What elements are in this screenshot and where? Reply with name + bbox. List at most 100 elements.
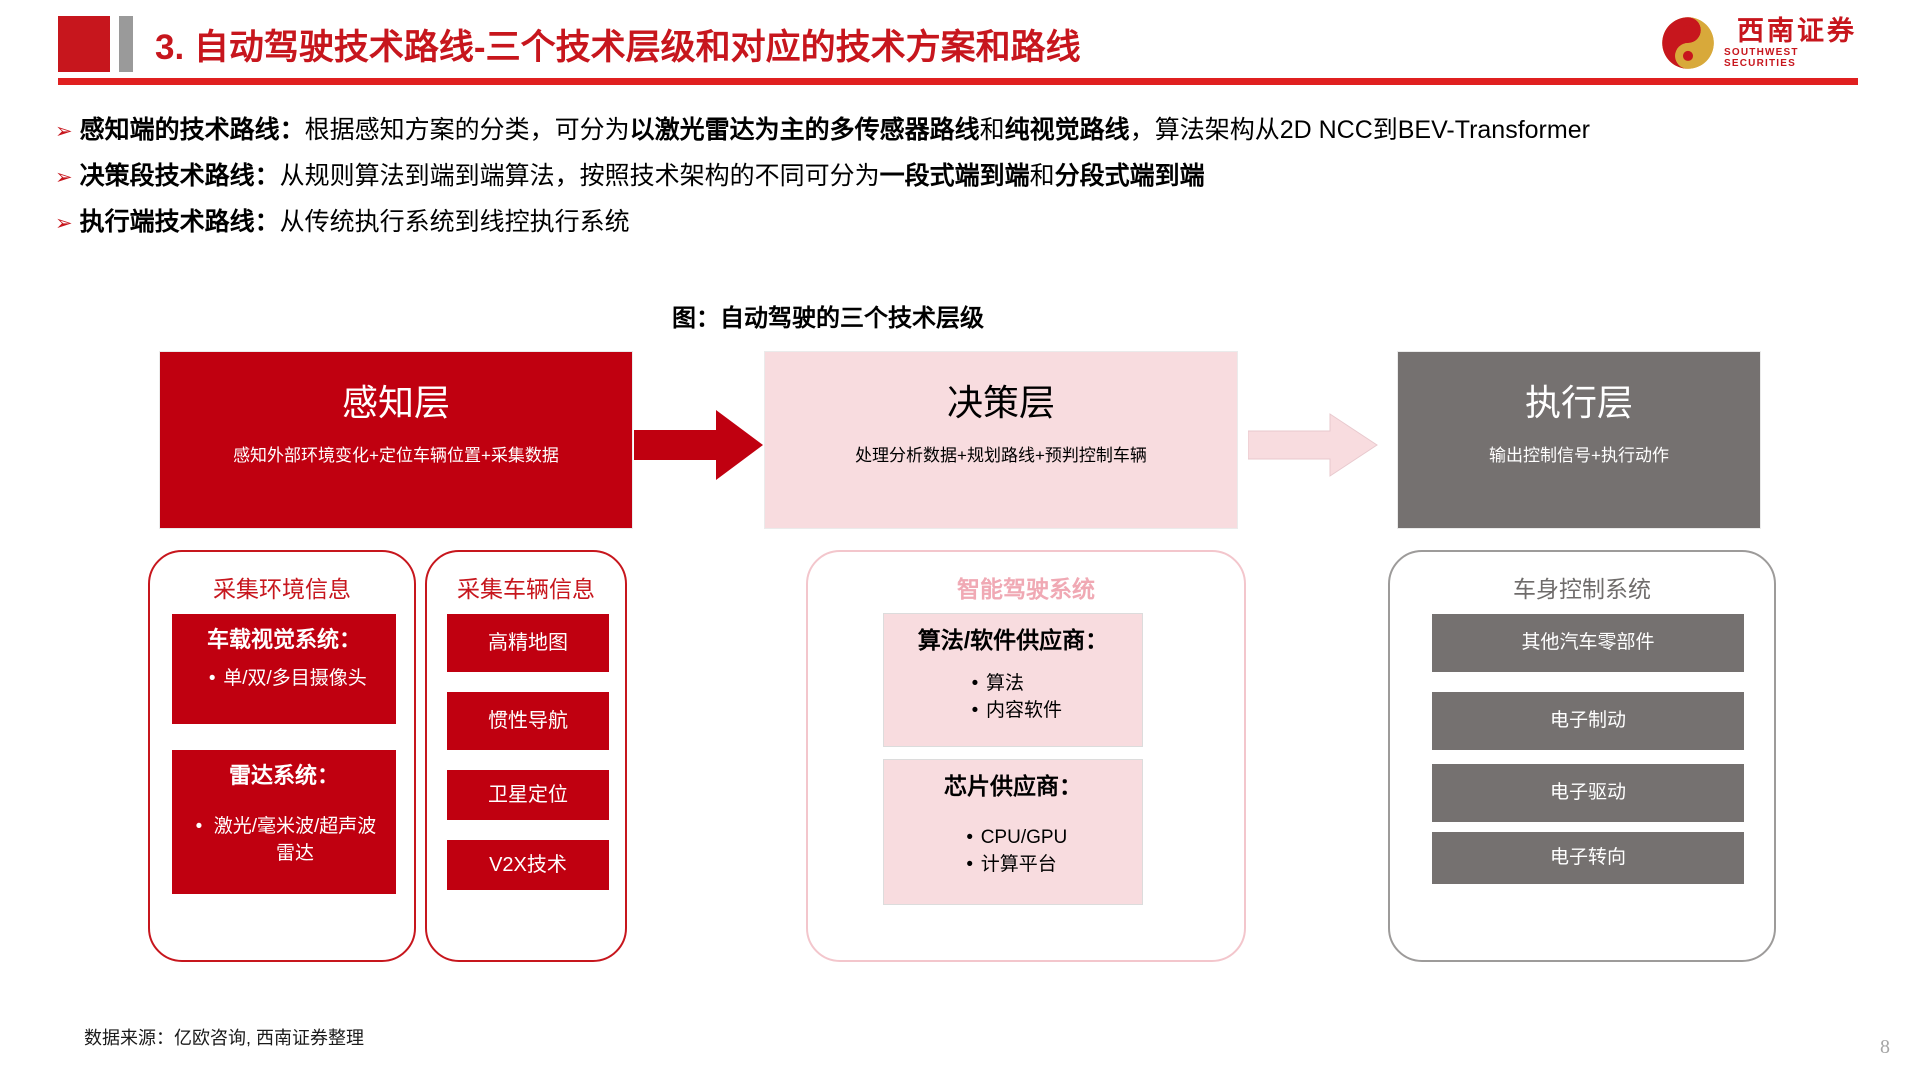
block-chip-supplier[interactable]: 芯片供应商： • CPU/GPU • 计算平台 bbox=[884, 760, 1142, 904]
bullet-dot-icon: • bbox=[208, 667, 216, 689]
bullet-dot-icon: • bbox=[971, 672, 979, 694]
list-item: • 内容软件 bbox=[964, 697, 1062, 725]
block-label-hd-map: 高精地图 bbox=[488, 631, 568, 654]
bullet-dot-icon: • bbox=[966, 854, 974, 876]
layer-title-execution: 执行层 bbox=[1524, 382, 1633, 423]
block-onboard-vision-system[interactable]: 车载视觉系统： • 单/双/多目摄像头 bbox=[172, 614, 396, 724]
layer-subtitle-decision: 处理分析数据+规划路线+预判控制车辆 bbox=[855, 446, 1147, 465]
block-other-auto-parts[interactable]: 其他汽车零部件 bbox=[1432, 614, 1744, 672]
block-label-inertial-navigation: 惯性导航 bbox=[488, 709, 568, 732]
page-title: 3. 自动驾驶技术路线-三个技术层级和对应的技术方案和路线 bbox=[155, 17, 1081, 71]
bullet-list: ➢ 感知端的技术路线：根据感知方案的分类，可分为以激光雷达为主的多传感器路线和纯视… bbox=[55, 108, 1885, 246]
arrow-decision-to-execution-icon bbox=[1248, 413, 1378, 477]
bullet-text-emphasis: 以激光雷达为主的多传感器路线 bbox=[629, 116, 980, 144]
card-body-control-system[interactable]: 车身控制系统 其他汽车零部件 电子制动 电子驱动 电子转向 bbox=[1388, 550, 1776, 962]
block-head-onboard-vision-system: 车载视觉系统： bbox=[206, 627, 361, 652]
block-hd-map[interactable]: 高精地图 bbox=[447, 614, 609, 672]
block-items-chip-supplier: • CPU/GPU • 计算平台 bbox=[959, 824, 1068, 879]
bullet-text-emphasis: 一段式端到端 bbox=[879, 162, 1030, 190]
block-inertial-navigation[interactable]: 惯性导航 bbox=[447, 692, 609, 750]
bullet-row: ➢ 感知端的技术路线：根据感知方案的分类，可分为以激光雷达为主的多传感器路线和纯视… bbox=[55, 108, 1885, 154]
list-item-label: 内容软件 bbox=[985, 700, 1062, 722]
list-item: • 激光/毫米波/超声波雷达 bbox=[188, 813, 380, 868]
bullet-text: 执行端技术路线：从传统执行系统到线控执行系统 bbox=[80, 200, 630, 244]
header-divider-rule bbox=[58, 78, 1858, 85]
block-label-v2x-technology: V2X技术 bbox=[489, 853, 567, 876]
card-intelligent-driving-system[interactable]: 智能驾驶系统 算法/软件供应商： •算法 •内容软件 芯片供应商： •CPU/G… bbox=[806, 550, 1246, 962]
header-gray-accent-block bbox=[119, 16, 133, 72]
bullet-text-emphasis: 分段式端到端 bbox=[1054, 162, 1205, 190]
list-item-label: CPU/GPU bbox=[980, 826, 1068, 848]
list-item: • 算法 bbox=[964, 670, 1062, 698]
page-number: 8 bbox=[1880, 1036, 1890, 1058]
bullet-text-plain: 从传统执行系统到线控执行系统 bbox=[279, 208, 630, 236]
bullet-dot-icon: • bbox=[971, 700, 979, 722]
logo-english-name: SOUTHWEST SECURITIES bbox=[1724, 46, 1799, 69]
header-red-accent-block bbox=[58, 16, 110, 72]
block-electronic-steering[interactable]: 电子转向 bbox=[1432, 832, 1744, 884]
logo-swirl-icon bbox=[1662, 17, 1714, 69]
logo-chinese-name: 西南证券 bbox=[1737, 16, 1857, 47]
list-item: • 计算平台 bbox=[959, 851, 1068, 879]
block-v2x-technology[interactable]: V2X技术 bbox=[447, 840, 609, 890]
bullet-text-plain: 和 bbox=[1029, 162, 1055, 190]
block-label-electronic-braking: 电子制动 bbox=[1549, 710, 1626, 732]
layer-title-perception: 感知层 bbox=[341, 382, 450, 423]
bullet-text-emphasis: 纯视觉路线 bbox=[1004, 116, 1130, 144]
block-head-algorithm-software-supplier: 算法/软件供应商： bbox=[917, 627, 1109, 653]
bullet-text: 感知端的技术路线：根据感知方案的分类，可分为以激光雷达为主的多传感器路线和纯视觉… bbox=[80, 108, 1590, 152]
list-item-label: 单/双/多目摄像头 bbox=[223, 667, 367, 689]
layer-subtitle-execution: 输出控制信号+执行动作 bbox=[1489, 446, 1669, 465]
card-title-collect-environment-info: 采集环境信息 bbox=[213, 576, 351, 602]
bullet-text-plain: 从规则算法到端到端算法，按照技术架构的不同可分为 bbox=[279, 162, 880, 190]
block-algorithm-software-supplier[interactable]: 算法/软件供应商： • 算法 • 内容软件 bbox=[884, 614, 1142, 746]
block-label-other-auto-parts: 其他汽车零部件 bbox=[1521, 632, 1655, 654]
list-item-label: 计算平台 bbox=[980, 854, 1057, 876]
logo-text-group: 西南证券 SOUTHWEST SECURITIES bbox=[1724, 16, 1870, 69]
layer-box-decision[interactable]: 决策层 处理分析数据+规划路线+预判控制车辆 bbox=[765, 352, 1237, 528]
page-title-sub: -三个技术层级和对应的技术方案和路线 bbox=[473, 27, 1081, 67]
bullet-text-plain: 和 bbox=[979, 116, 1005, 144]
block-label-electronic-steering: 电子转向 bbox=[1549, 847, 1626, 869]
list-item-label: 激光/毫米波/超声波雷达 bbox=[213, 815, 377, 865]
card-collect-vehicle-info[interactable]: 采集车辆信息 高精地图 惯性导航 卫星定位 V2X技术 bbox=[425, 550, 627, 962]
bullet-text-plain: 根据感知方案的分类，可分为 bbox=[304, 116, 630, 144]
block-items-radar-system: • 激光/毫米波/超声波雷达 bbox=[188, 813, 380, 868]
bullet-row: ➢ 执行端技术路线：从传统执行系统到线控执行系统 bbox=[55, 200, 1885, 246]
block-electronic-drive[interactable]: 电子驱动 bbox=[1432, 764, 1744, 822]
diagram-title: 图：自动驾驶的三个技术层级 bbox=[0, 298, 1920, 333]
bullet-text: 决策段技术路线：从规则算法到端到端算法，按照技术架构的不同可分为一段式端到端和分… bbox=[80, 154, 1205, 198]
company-logo: 西南证券 SOUTHWEST SECURITIES bbox=[1660, 12, 1870, 74]
layer-subtitle-perception: 感知外部环境变化+定位车辆位置+采集数据 bbox=[233, 446, 559, 465]
block-electronic-braking[interactable]: 电子制动 bbox=[1432, 692, 1744, 750]
list-item: • 单/双/多目摄像头 bbox=[201, 665, 367, 693]
slide-header: 3. 自动驾驶技术路线-三个技术层级和对应的技术方案和路线 西南证券 SOUTH… bbox=[0, 0, 1920, 92]
block-head-radar-system: 雷达系统： bbox=[228, 763, 339, 788]
card-title-body-control-system: 车身控制系统 bbox=[1513, 576, 1651, 602]
bullet-dot-icon: • bbox=[195, 815, 203, 837]
arrow-perception-to-decision-icon bbox=[634, 410, 763, 480]
block-head-chip-supplier: 芯片供应商： bbox=[944, 773, 1082, 799]
bullet-text-emphasis: 决策段技术路线： bbox=[79, 162, 280, 190]
block-radar-system[interactable]: 雷达系统： • 激光/毫米波/超声波雷达 bbox=[172, 750, 396, 894]
block-items-onboard-vision-system: • 单/双/多目摄像头 bbox=[201, 665, 367, 693]
list-item-label: 算法 bbox=[985, 672, 1024, 694]
bullet-text-plain: ，算法架构从2D NCC到BEV-Transformer bbox=[1129, 116, 1590, 144]
layer-box-execution[interactable]: 执行层 输出控制信号+执行动作 bbox=[1398, 352, 1760, 528]
diagram-title-text: 图：自动驾驶的三个技术层级 bbox=[672, 305, 984, 332]
bullet-dot-icon: • bbox=[966, 826, 974, 848]
list-item: • CPU/GPU bbox=[959, 824, 1068, 852]
bullet-text-emphasis: 执行端技术路线： bbox=[79, 208, 280, 236]
block-items-algorithm-software-supplier: • 算法 • 内容软件 bbox=[964, 670, 1062, 725]
layer-title-decision: 决策层 bbox=[946, 382, 1055, 423]
block-satellite-positioning[interactable]: 卫星定位 bbox=[447, 770, 609, 820]
card-collect-environment-info[interactable]: 采集环境信息 车载视觉系统： • 单/双/多目摄像头 雷达系统： • 激光/毫米波/… bbox=[148, 550, 416, 962]
bullet-marker-icon: ➢ bbox=[55, 166, 73, 189]
bullet-row: ➢ 决策段技术路线：从规则算法到端到端算法，按照技术架构的不同可分为一段式端到端和… bbox=[55, 154, 1885, 200]
bullet-marker-icon: ➢ bbox=[55, 120, 73, 143]
data-source-note: 数据来源：亿欧咨询, 西南证券整理 bbox=[84, 1028, 365, 1048]
layer-box-perception[interactable]: 感知层 感知外部环境变化+定位车辆位置+采集数据 bbox=[160, 352, 632, 528]
card-title-collect-vehicle-info: 采集车辆信息 bbox=[457, 576, 595, 602]
block-label-electronic-drive: 电子驱动 bbox=[1549, 782, 1626, 804]
bullet-marker-icon: ➢ bbox=[55, 212, 73, 235]
